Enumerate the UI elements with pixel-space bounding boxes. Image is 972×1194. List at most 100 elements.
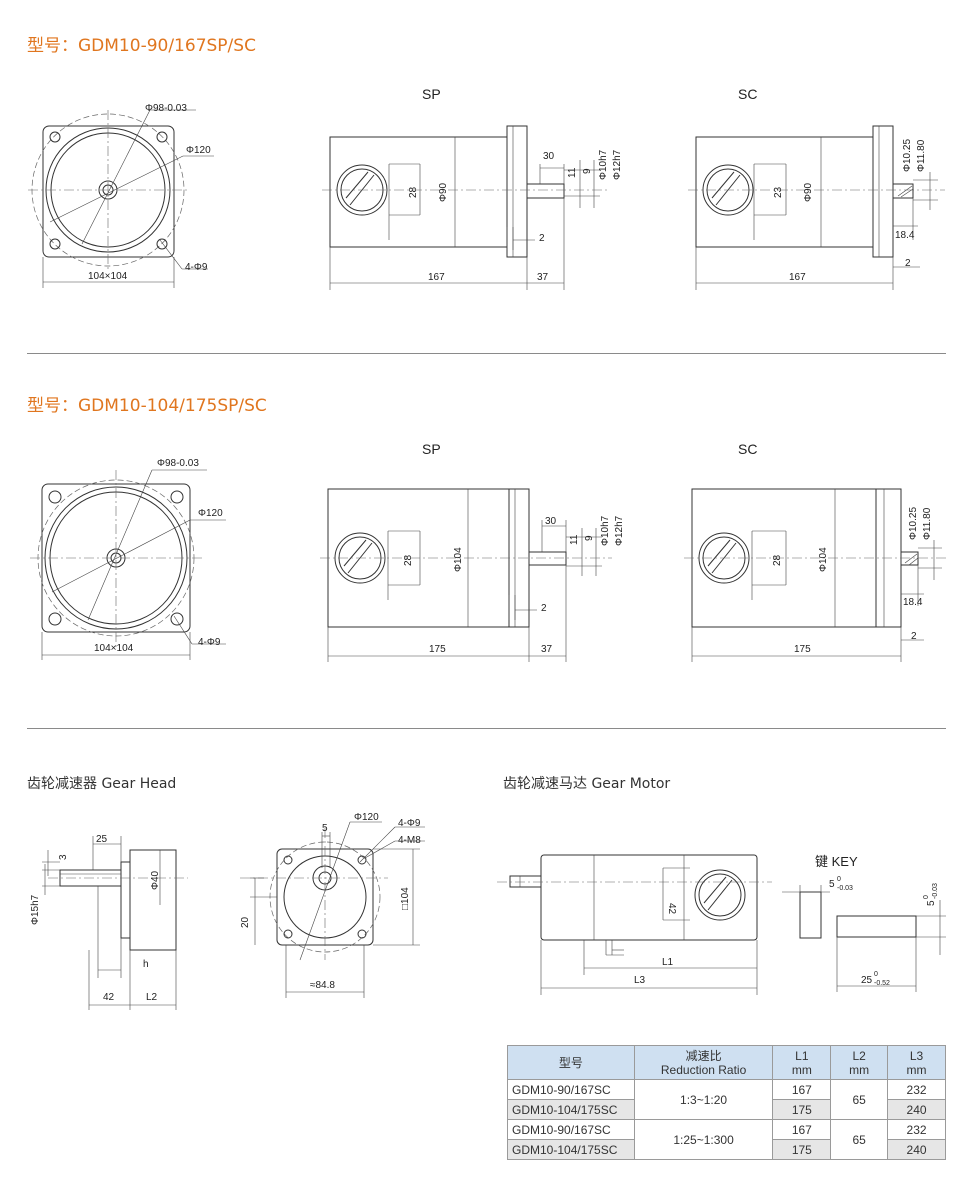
dim-phi12: Φ12h7 (612, 149, 623, 180)
dim-phi10: Φ10h7 (600, 515, 611, 546)
sp-label-2: SP (422, 441, 441, 457)
dim-3: 3 (58, 854, 69, 860)
dim-25: 25 (96, 834, 108, 845)
sp-view-2: SP 30 11 9 Φ10h7 Φ12h7 28 Φ104 (320, 441, 625, 662)
key-width: 5 (829, 879, 835, 890)
cell-l1: 175 (772, 1099, 832, 1120)
key-width-tol-down: -0.03 (837, 885, 853, 892)
dim-phi40: Φ40 (150, 870, 161, 890)
dim-42: 42 (666, 903, 677, 915)
cell-l3: 240 (887, 1099, 946, 1120)
dim-length: 175 (794, 644, 811, 655)
dim-sq104: □104 (400, 887, 411, 910)
dim-2: 2 (539, 233, 545, 244)
cell-l3: 232 (887, 1119, 946, 1140)
table-row: GDM10-90/167SC 1:3~1:20 167 65 232 (507, 1079, 946, 1120)
dim-184: 18.4 (895, 230, 915, 241)
sp-view-1: SP 30 11 9 Φ10h7 Φ12h7 28 Φ90 (322, 86, 623, 290)
cell-ratio: 1:3~1:20 (633, 1079, 774, 1120)
front-view-2: Φ98-0.03 Φ120 4-Φ9 104×104 (30, 458, 226, 660)
gear-head-title: 齿轮减速器 Gear Head (27, 776, 177, 792)
cell-ratio: 1:25~1:300 (633, 1119, 774, 1160)
dim-phi120: Φ120 (198, 508, 223, 519)
dim-5: 5 (322, 823, 328, 834)
dim-phi-body: Φ104 (818, 547, 829, 572)
dim-phi120: Φ120 (186, 145, 211, 156)
dim-phi1180: Φ11.80 (916, 139, 927, 172)
table-row: GDM10-104/175SC 175 240 (507, 1139, 946, 1160)
key-title: 键 KEY (815, 854, 858, 869)
dim-L1: L1 (662, 957, 674, 968)
section-divider-1 (27, 353, 946, 354)
dim-phi15: Φ15h7 (30, 894, 41, 925)
sc-view-2: SC Φ10.25 Φ11.80 28 Φ104 18.4 2 175 (684, 441, 948, 662)
table-row: GDM10-90/167SC 1:25~1:300 167 65 232 (507, 1119, 946, 1160)
dim-9: 9 (582, 168, 593, 174)
cell-l2: 65 (830, 1079, 889, 1120)
dim-2: 2 (541, 603, 547, 614)
dim-holes: 4-Φ9 (198, 637, 221, 648)
dim-shaft-length: 37 (541, 644, 553, 655)
sc-label-2: SC (738, 441, 757, 457)
dim-30: 30 (543, 151, 555, 162)
dim-phi12: Φ12h7 (614, 515, 625, 546)
dim-phi-body: Φ104 (453, 547, 464, 572)
dim-phi-body: Φ90 (803, 182, 814, 202)
cell-l1: 175 (772, 1139, 832, 1160)
dim-square: 104×104 (94, 643, 134, 654)
key-length-tol-up: 0 (874, 971, 878, 978)
dim-L3: L3 (634, 975, 646, 986)
dim-23: 23 (773, 186, 784, 198)
dim-28: 28 (772, 554, 783, 566)
gear-motor-view: 42 L1 L3 (497, 854, 772, 995)
dim-length: 167 (789, 272, 806, 283)
section-divider-2 (27, 728, 946, 729)
key-length: 25 (861, 975, 873, 986)
dim-184: 18.4 (903, 597, 923, 608)
cell-model: GDM10-90/167SC (507, 1119, 635, 1140)
table-row: GDM10-104/175SC 175 240 (507, 1099, 946, 1120)
dim-28: 28 (403, 554, 414, 566)
key-width-tol-up: 0 (837, 876, 841, 883)
key-height-tol-up: 0 (923, 895, 930, 899)
key-height: 5 (926, 900, 937, 906)
gear-head-front-view: 5 Φ120 4-Φ9 4-M8 20 □104 ≈84.8 (240, 812, 425, 998)
cell-l3: 232 (887, 1079, 946, 1100)
cell-l3: 240 (887, 1139, 946, 1160)
key-height-tol-down: -0.03 (932, 883, 939, 899)
gear-head-side-view: 25 3 Φ15h7 Φ40 h 42 L2 (30, 834, 188, 1010)
dim-11: 11 (569, 534, 580, 545)
dim-length: 167 (428, 272, 445, 283)
dim-phi1025: Φ10.25 (908, 507, 919, 540)
model-title-2: 型号：GDM10-104/175SP/SC (27, 396, 267, 416)
model-title-1: 型号：GDM10-90/167SP/SC (27, 36, 256, 56)
dim-2: 2 (905, 258, 911, 269)
dim-phi10: Φ10h7 (598, 149, 609, 180)
cell-l2: 65 (830, 1119, 889, 1160)
dim-phi-body: Φ90 (438, 182, 449, 202)
gear-motor-title: 齿轮减速马达 Gear Motor (503, 776, 671, 792)
dim-28: 28 (408, 186, 419, 198)
dim-holes: 4-Φ9 (398, 818, 421, 829)
dim-phi1025: Φ10.25 (902, 139, 913, 172)
dim-20: 20 (240, 916, 251, 928)
cell-model: GDM10-104/175SC (507, 1139, 635, 1160)
key-drawing: 键 KEY 5 0 -0.03 5 0 -0.03 25 0 -0.52 (782, 854, 946, 992)
dim-phi1180: Φ11.80 (922, 507, 933, 540)
key-length-tol-down: -0.52 (874, 980, 890, 987)
front-view-1: Φ98-0.03 Φ120 4-Φ9 104×104 (28, 103, 214, 288)
cell-model: GDM10-90/167SC (507, 1079, 635, 1100)
cell-model: GDM10-104/175SC (507, 1099, 635, 1120)
dim-shaft-length: 37 (537, 272, 549, 283)
header-model: 型号 (507, 1045, 635, 1080)
dim-length: 175 (429, 644, 446, 655)
dim-phi98: Φ98-0.03 (145, 103, 187, 114)
dim-2: 2 (911, 631, 917, 642)
sc-label-1: SC (738, 86, 757, 102)
